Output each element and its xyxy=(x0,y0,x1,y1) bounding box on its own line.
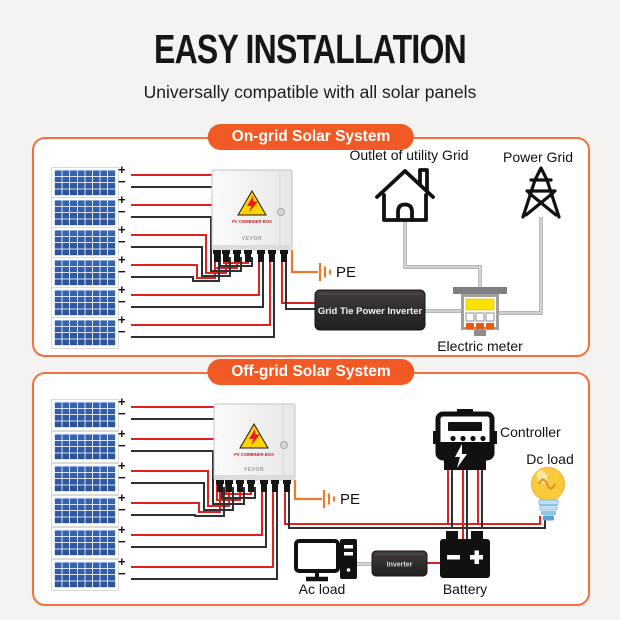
panel-negative-terminal: − xyxy=(118,438,126,453)
solar-panel-row: +− xyxy=(51,253,148,289)
page-subtitle: Universally compatible with all solar pa… xyxy=(143,82,477,102)
latch-icon xyxy=(277,208,285,216)
panel-positive-terminal: + xyxy=(118,162,126,177)
solar-panel-row: +− xyxy=(51,313,148,349)
panel-positive-terminal: + xyxy=(118,554,126,569)
solar-panel-row: +− xyxy=(51,283,148,319)
panel-negative-terminal: − xyxy=(118,234,126,249)
combiner-warning-caption: PV COMBINER BOX xyxy=(232,219,272,224)
pe-label: PE xyxy=(340,491,361,508)
panel-negative-terminal: − xyxy=(118,566,126,581)
panel-positive-terminal: + xyxy=(118,490,126,505)
offgrid-diagram-panel: Off-grid Solar System xyxy=(32,359,590,606)
pv-negative-wires xyxy=(131,418,546,580)
panel-negative-terminal: − xyxy=(118,502,126,517)
solar-panel xyxy=(51,399,119,431)
page-title: EASY INSTALLATION xyxy=(154,26,467,72)
panel-negative-terminal: − xyxy=(118,406,126,421)
cable-glands xyxy=(216,480,291,492)
monitor-icon xyxy=(294,539,340,582)
panel-positive-terminal: + xyxy=(118,252,126,267)
panel-positive-terminal: + xyxy=(118,282,126,297)
solar-panel xyxy=(51,463,119,495)
solar-panel xyxy=(51,257,119,289)
solar-panel xyxy=(51,527,119,559)
panel-negative-terminal: − xyxy=(118,204,126,219)
inverter-label: Inverter xyxy=(387,562,413,569)
grid-tie-inverter-label: Grid Tie Power Inverter xyxy=(318,306,423,317)
panel-positive-terminal: + xyxy=(118,312,126,327)
solar-panel-row: +− xyxy=(51,427,148,463)
panel-negative-terminal: − xyxy=(118,264,126,279)
power-grid-label: Power Grid xyxy=(502,149,574,165)
pv-combiner-box: PV COMBINER BOX VEVOR xyxy=(213,403,296,481)
pc-tower-icon xyxy=(340,539,357,579)
solar-panel-row: +− xyxy=(51,523,148,559)
warning-triangle-icon xyxy=(237,190,267,216)
combiner-brand-label: VEVOR xyxy=(244,467,265,473)
light-bulb-icon xyxy=(531,467,565,521)
panel-negative-terminal: − xyxy=(118,534,126,549)
solar-panel xyxy=(51,559,119,591)
solar-panel-row: +− xyxy=(51,163,148,199)
panel-negative-terminal: − xyxy=(118,470,126,485)
solar-panel xyxy=(51,167,119,199)
panel-positive-terminal: + xyxy=(118,394,126,409)
pv-combiner-box: PV COMBINER BOX VEVOR xyxy=(211,169,293,251)
battery-label: Battery xyxy=(442,581,488,597)
pe-ground-wire xyxy=(293,480,336,508)
solar-panel xyxy=(51,197,119,229)
solar-panel-row: +− xyxy=(51,223,148,259)
battery-icon xyxy=(440,531,490,578)
electric-meter-icon xyxy=(453,287,507,336)
solar-panel-row: +− xyxy=(51,395,148,431)
solar-panel-row: +− xyxy=(51,459,148,495)
offgrid-diagram: PV COMBINER BOX VEVOR xyxy=(131,403,565,582)
solar-panel xyxy=(51,287,119,319)
ac-utility-wires xyxy=(403,217,543,315)
pv-negative-wires xyxy=(131,186,315,338)
controller-label: Controller xyxy=(500,424,561,440)
latch-icon xyxy=(280,441,288,449)
cable-glands xyxy=(213,250,288,262)
offgrid-badge: Off-grid Solar System xyxy=(207,359,415,385)
solar-panel xyxy=(51,317,119,349)
ongrid-badge: On-grid Solar System xyxy=(207,124,415,150)
panel-negative-terminal: − xyxy=(118,294,126,309)
power-grid-tower-icon xyxy=(521,166,561,219)
panel-positive-terminal: + xyxy=(118,458,126,473)
ongrid-diagram: PV COMBINER BOX VEVOR Grid Tie Power Inv… xyxy=(131,166,561,338)
pe-label: PE xyxy=(336,264,357,281)
electric-meter-label: Electric meter xyxy=(437,338,523,354)
inverter-box: Inverter xyxy=(371,550,428,577)
outlet-of-utility-grid-label: Outlet of utility Grid xyxy=(349,147,469,163)
combiner-brand-label: VEVOR xyxy=(242,236,263,242)
pe-ground-wire xyxy=(290,250,332,281)
warning-triangle-icon xyxy=(239,423,269,449)
panel-positive-terminal: + xyxy=(118,426,126,441)
solar-panel xyxy=(51,431,119,463)
panel-positive-terminal: + xyxy=(118,192,126,207)
solar-panel xyxy=(51,495,119,527)
grid-tie-inverter: Grid Tie Power Inverter xyxy=(314,289,426,331)
solar-panel-row: +− xyxy=(51,555,148,591)
dc-load-label: Dc load xyxy=(526,451,574,467)
panel-positive-terminal: + xyxy=(118,222,126,237)
house-icon xyxy=(375,168,435,222)
ongrid-diagram-panel: On-grid Solar System xyxy=(32,124,590,357)
solar-panel xyxy=(51,227,119,259)
combiner-warning-caption: PV COMBINER BOX xyxy=(234,452,274,457)
panel-negative-terminal: − xyxy=(118,174,126,189)
panel-positive-terminal: + xyxy=(118,522,126,537)
solar-panel-row: +− xyxy=(51,491,148,527)
solar-panel-row: +− xyxy=(51,193,148,229)
ac-load-label: Ac load xyxy=(298,581,346,597)
panel-negative-terminal: − xyxy=(118,324,126,339)
controller-icon xyxy=(433,409,497,470)
